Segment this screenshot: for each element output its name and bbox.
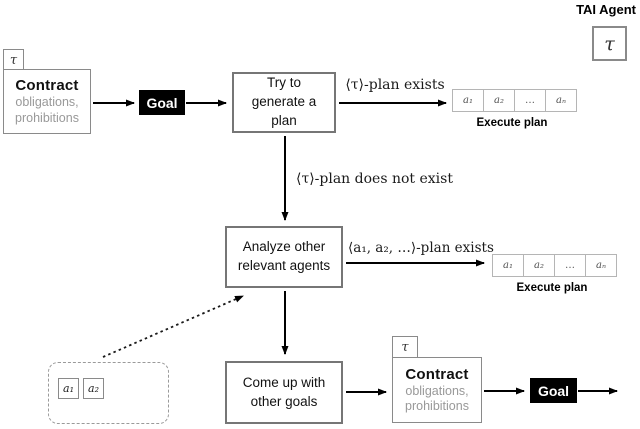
agent-cell: a₁ <box>58 378 79 399</box>
contract-top-tau-tab: τ <box>3 49 24 70</box>
node-come-up-goals: Come up with other goals <box>225 361 343 424</box>
contract-subtitle: obligations, <box>405 383 469 398</box>
goal-bottom-box: Goal <box>530 378 577 403</box>
edge-label-tau-plan-not-exist: ⟨τ⟩-plan does not exist <box>296 171 453 187</box>
plan-step-cell: aₙ <box>585 254 617 277</box>
tai-agent-title: TAI Agent <box>576 2 636 17</box>
contract-title: Contract <box>405 365 469 383</box>
tau-agent-box: τ <box>592 26 627 61</box>
plan-step-cell: a₂ <box>523 254 555 277</box>
plan-strip-mid: a₁ a₂ … aₙ <box>492 254 617 277</box>
plan-step-cell: a₂ <box>483 89 515 112</box>
agent-cell: a₂ <box>83 378 104 399</box>
tau-symbol: τ <box>604 32 615 55</box>
plan-step-cell: a₁ <box>492 254 524 277</box>
dotted-arrow-pool-to-analyze <box>102 295 244 358</box>
goal-top-box: Goal <box>139 90 185 115</box>
node-try-generate-plan: Try to generate a plan <box>232 72 336 133</box>
tau-symbol: τ <box>401 340 409 355</box>
plan-strip-top: a₁ a₂ … aₙ <box>452 89 577 112</box>
execute-plan-caption-top: Execute plan <box>476 117 548 129</box>
edge-label-tau-plan-exists: ⟨τ⟩-plan exists <box>345 77 445 93</box>
plan-step-cell: … <box>554 254 586 277</box>
tau-symbol: τ <box>9 52 18 68</box>
plan-step-cell: … <box>514 89 546 112</box>
agent-pool-box: a₁ a₂ <box>48 362 169 424</box>
plan-step-cell: aₙ <box>545 89 577 112</box>
contract-bottom-tau-tab: τ <box>392 336 418 358</box>
contract-subtitle: prohibitions <box>15 110 79 125</box>
contract-subtitle: prohibitions <box>405 399 469 414</box>
node-analyze-agents: Analyze other relevant agents <box>225 226 343 288</box>
execute-plan-caption-mid: Execute plan <box>516 282 588 294</box>
plan-step-cell: a₁ <box>452 89 484 112</box>
contract-subtitle: obligations, <box>15 95 79 110</box>
edge-label-agents-plan-exists: ⟨a₁, a₂, …⟩-plan exists <box>348 240 494 256</box>
contract-title: Contract <box>15 77 79 95</box>
contract-top-box: Contract obligations, prohibitions <box>3 69 91 134</box>
contract-bottom-box: Contract obligations, prohibitions <box>392 357 482 423</box>
